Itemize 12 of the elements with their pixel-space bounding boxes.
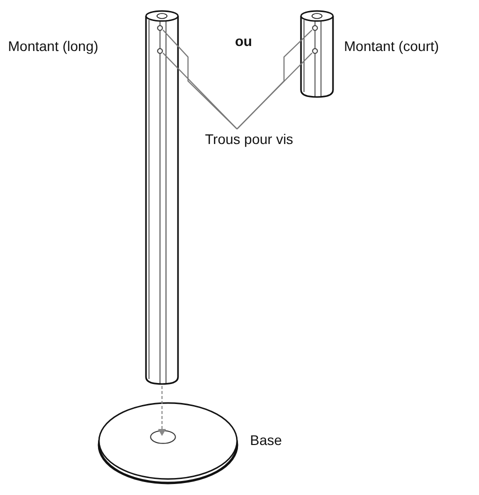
part-label: Trous pour vis xyxy=(205,130,315,148)
leader-line xyxy=(162,52,238,130)
screw-hole xyxy=(312,48,318,54)
screw-hole xyxy=(312,25,318,31)
leader-line xyxy=(236,52,312,130)
part-label: Montant (long) xyxy=(8,38,98,54)
part-label: Montant (court) xyxy=(344,38,439,54)
part-label: Base xyxy=(250,432,282,448)
screw-hole xyxy=(157,25,163,31)
screw-hole xyxy=(157,48,163,54)
dashed-arrow xyxy=(158,386,166,436)
option-label: ou xyxy=(235,33,252,49)
